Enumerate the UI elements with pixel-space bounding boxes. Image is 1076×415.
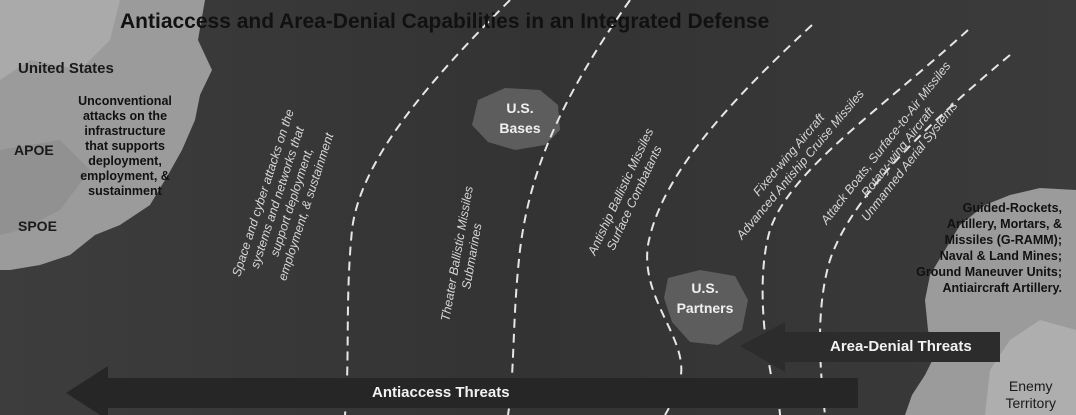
us-bases-line: U.S. [506,100,534,116]
enemy-territory-line: Enemy [1008,378,1053,394]
us-bases-label: U.S. Bases [480,98,560,138]
area-denial-arrow [740,322,1000,372]
landmass-shading [0,140,90,235]
unconventional-attacks-text: Unconventional attacks on the infrastruc… [62,94,188,199]
attacks-line: infrastructure [84,124,166,138]
capability-item: Guided-Rockets, [962,201,1062,215]
us-partners-island [664,270,748,345]
antiaccess-arrow [66,366,858,415]
band-boundary-3 [646,24,813,415]
antiaccess-threats-label: Antiaccess Threats [372,384,510,401]
diagram-title: Antiaccess and Area-Denial Capabilities … [120,10,770,33]
threat-band-boundaries [344,0,1011,415]
us-bases-line: Bases [499,120,541,136]
enemy-territory-label: Enemy Territory [1005,378,1056,412]
attacks-line: sustainment [88,184,162,198]
attacks-line: attacks on the [82,109,168,123]
capability-item: Naval & Land Mines; [939,249,1062,263]
band-boundary-4 [761,29,969,415]
us-partners-line: Partners [676,300,734,316]
capability-item: Missiles (G-RAMM); [944,233,1062,247]
united-states-label: United States [18,60,114,77]
us-partners-line: U.S. [691,280,719,296]
area-denial-capabilities-list: Guided-Rockets, Artillery, Mortars, & Mi… [916,200,1062,296]
attacks-line: deployment, [88,154,162,168]
landmass-shading [985,320,1076,415]
attacks-line: that supports [85,139,165,153]
us-partners-label: U.S. Partners [660,278,750,318]
spoe-label: SPOE [18,218,57,234]
us-bases-island [472,88,560,150]
area-denial-threats-label: Area-Denial Threats [830,338,972,355]
capability-item: Ground Maneuver Units; [916,265,1062,279]
capability-item: Artillery, Mortars, & [946,217,1062,231]
band-boundary-1 [344,0,511,415]
band-boundary-2 [507,0,631,415]
attacks-line: employment, & [80,169,170,183]
landmass-shading [0,0,120,80]
apoe-label: APOE [14,142,54,158]
attacks-line: Unconventional [78,94,172,108]
capability-item: Antiaircraft Artillery. [942,281,1062,295]
enemy-territory-line: Territory [1005,395,1056,411]
